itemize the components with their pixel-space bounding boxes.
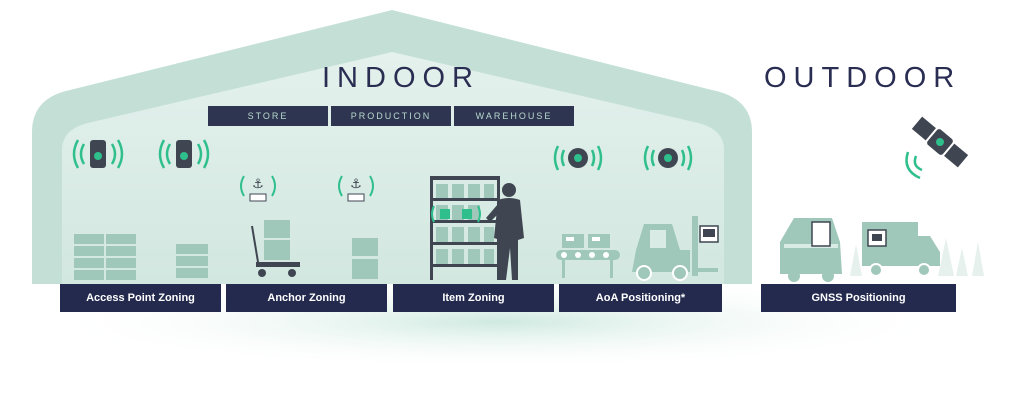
item-zoning-label: Item Zoning <box>393 284 554 312</box>
forklift <box>632 216 718 281</box>
zone-tab-production: PRODUCTION <box>331 106 451 126</box>
satellite-icon <box>911 116 969 168</box>
access-point-icon <box>158 139 210 169</box>
trolley-cart <box>251 220 300 277</box>
server-rack <box>176 244 208 278</box>
aoa-locator-icon <box>643 145 693 171</box>
van-vehicle <box>780 218 842 282</box>
access-point-icon <box>72 139 124 169</box>
gnss-positioning-label: GNSS Positioning <box>761 284 956 312</box>
truck-vehicle <box>862 222 940 277</box>
trees <box>850 238 984 276</box>
anchor-tag-icon: ⚓ <box>240 175 276 202</box>
aoa-positioning-label: AoA Positioning* <box>559 284 722 312</box>
indoor-heading: INDOOR <box>322 62 480 94</box>
svg-text:⚓: ⚓ <box>350 177 362 192</box>
anchor-zoning-label: Anchor Zoning <box>226 284 387 312</box>
zone-tab-warehouse: WAREHOUSE <box>454 106 574 126</box>
outdoor-heading: OUTDOOR <box>764 62 962 94</box>
access-point-zoning-label: Access Point Zoning <box>60 284 221 312</box>
item-tag-icon <box>431 205 481 223</box>
worker-silhouette <box>486 183 524 280</box>
anchor-tag-icon: ⚓ <box>338 175 374 202</box>
crate-stack <box>352 238 378 279</box>
tablet-device-icon <box>699 225 719 243</box>
zone-tab-store: STORE <box>208 106 328 126</box>
conveyor-belt <box>556 234 620 278</box>
svg-text:⚓: ⚓ <box>252 177 264 192</box>
satellite-signal <box>905 151 923 180</box>
aoa-locator-icon <box>553 145 603 171</box>
server-rack <box>74 234 136 280</box>
